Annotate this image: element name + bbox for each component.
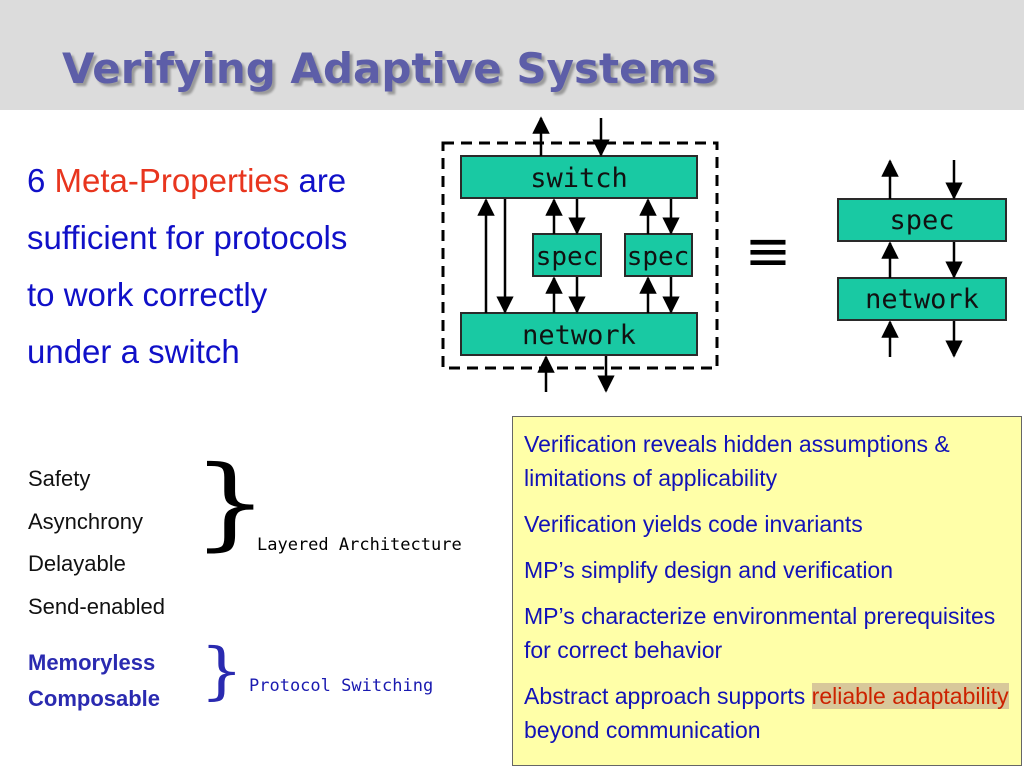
equivalence-symbol: ≡ — [745, 219, 792, 284]
switch-box-label: switch — [530, 163, 628, 194]
property-item: Send-enabled — [28, 593, 166, 619]
composite-arrows — [477, 116, 680, 393]
note-item: Verification reveals hidden assumptions … — [524, 431, 950, 491]
note-highlight: reliable adaptability — [811, 683, 1009, 709]
intro-accent: Meta-Properties — [54, 162, 290, 199]
brace-group-1: } — [192, 444, 269, 561]
intro-line-4: under a switch — [27, 333, 240, 370]
note-last-suffix: beyond communication — [524, 717, 761, 743]
note-last-prefix: Abstract approach supports — [524, 683, 812, 709]
title-band — [0, 0, 1024, 110]
property-item: Memoryless — [28, 650, 156, 675]
note-item: MP’s simplify design and verification — [524, 557, 894, 583]
intro-line-1: 6 Meta-Properties are — [27, 152, 437, 209]
right-spec-box-label: spec — [889, 205, 954, 236]
right-arrows — [881, 159, 963, 358]
spec-box-b-label: spec — [627, 242, 690, 272]
note-item: Verification yields code invariants — [524, 511, 863, 537]
network-box-label: network — [522, 320, 636, 351]
property-list-group-1: Safety Asynchrony Delayable Send-enabled — [28, 458, 165, 628]
notes-box: Verification reveals hidden assumptions … — [512, 416, 1022, 766]
right-network-box — [837, 277, 1007, 321]
note-item: MP’s characterize environmental prerequi… — [524, 603, 996, 663]
property-item: Composable — [28, 686, 161, 711]
right-spec-box — [837, 198, 1007, 242]
composite-boundary — [441, 141, 719, 370]
note-item-last: Abstract approach supports reliable adap… — [524, 679, 1021, 747]
architecture-diagram: switch spec spec network ≡ spec network — [441, 116, 1007, 393]
right-network-box-label: network — [865, 284, 979, 315]
property-item: Delayable — [28, 551, 126, 576]
brace-group-2: } — [200, 634, 244, 707]
property-list-group-2: Memoryless Composable — [28, 645, 160, 717]
switch-box — [460, 155, 698, 199]
intro-line-1-rest: are — [298, 162, 347, 199]
property-item: Safety — [28, 466, 91, 491]
group-1-label: Layered Architecture — [257, 535, 462, 555]
intro-text: 6 Meta-Properties are sufficient for pro… — [27, 152, 437, 380]
spec-box-a — [532, 233, 602, 277]
intro-line-2: sufficient for protocols — [27, 219, 348, 256]
intro-line-3: to work correctly — [27, 276, 268, 313]
property-item: Asynchrony — [28, 508, 143, 534]
slide-title: Verifying Adaptive Systems — [62, 44, 717, 93]
group-2-label: Protocol Switching — [249, 676, 434, 696]
spec-box-b — [624, 233, 693, 277]
spec-box-a-label: spec — [536, 242, 599, 272]
intro-number: 6 — [27, 162, 46, 199]
